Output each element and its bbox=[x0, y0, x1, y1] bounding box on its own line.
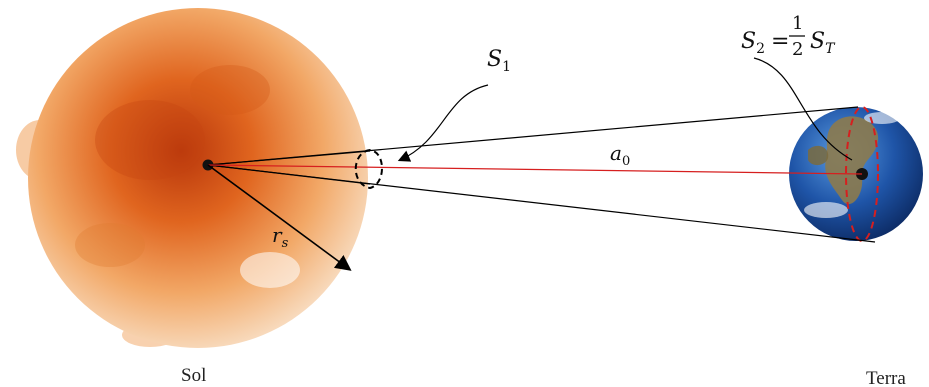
geometry-lines bbox=[207, 57, 876, 271]
sun bbox=[16, 8, 368, 348]
s2-label: S2= bbox=[741, 29, 789, 57]
rs-label: rs bbox=[272, 223, 289, 251]
sun-spot bbox=[190, 65, 270, 115]
a0-label: a0 bbox=[610, 141, 630, 169]
s1-section-ellipse bbox=[354, 148, 383, 190]
inner-cone-lower-line bbox=[207, 164, 371, 185]
earth-cross-section bbox=[845, 106, 879, 242]
s2-fraction-denominator: 2 bbox=[792, 39, 803, 60]
sun-spot bbox=[95, 100, 205, 180]
s1-label: S1 bbox=[487, 47, 511, 75]
s2-pointer-curve bbox=[753, 57, 853, 161]
st-label: ST bbox=[810, 29, 836, 57]
radius-arrow bbox=[207, 164, 352, 271]
earth-caption: Terra bbox=[866, 368, 906, 387]
s1-pointer-curve bbox=[397, 84, 489, 162]
earth-cloud bbox=[804, 202, 848, 218]
s2-fraction-numerator: 1 bbox=[792, 13, 803, 34]
sun-spot bbox=[240, 252, 300, 288]
sun-spot bbox=[75, 223, 145, 267]
earth-cloud bbox=[864, 112, 900, 124]
inner-cone-upper-line bbox=[207, 150, 371, 166]
distance-axis-line bbox=[207, 164, 863, 175]
sun-caption: Sol bbox=[181, 365, 206, 386]
earth-landmass bbox=[808, 145, 829, 166]
